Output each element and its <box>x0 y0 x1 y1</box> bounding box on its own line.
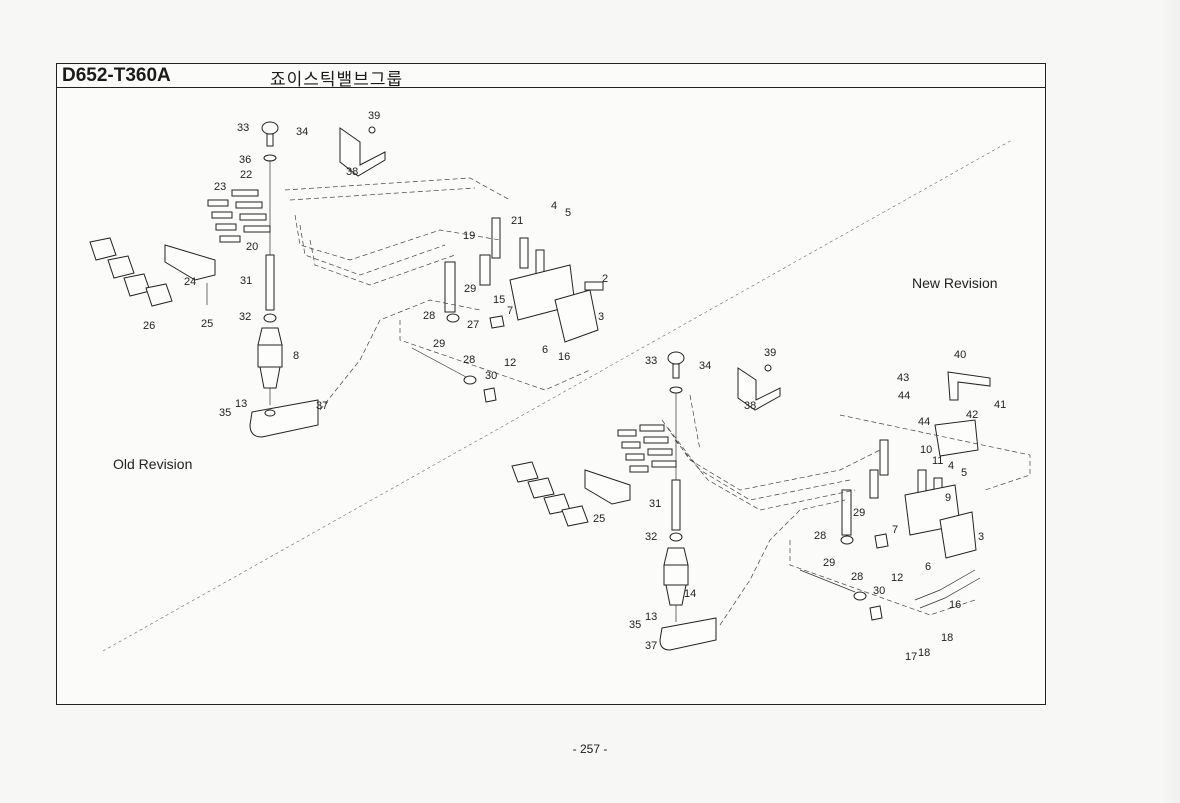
callout: 9 <box>945 492 951 504</box>
nut <box>263 313 277 323</box>
callout: 43 <box>897 372 909 384</box>
callout: 26 <box>143 320 155 332</box>
callout: 20 <box>246 241 258 253</box>
old-revision-label: Old Revision <box>113 456 192 472</box>
callout: 5 <box>961 467 967 479</box>
knob-stem <box>266 133 274 147</box>
callout: 12 <box>891 572 903 584</box>
page-number: - 257 - <box>572 742 608 756</box>
callout: 36 <box>239 154 251 166</box>
callout: 30 <box>485 370 497 382</box>
callout: 8 <box>293 350 299 362</box>
control-valve <box>444 217 604 343</box>
callout: 31 <box>240 275 252 287</box>
callout: 17 <box>905 651 917 663</box>
callout: 3 <box>598 311 604 323</box>
callout: 27 <box>467 319 479 331</box>
callout: 18 <box>941 632 953 644</box>
callout: 37 <box>645 640 657 652</box>
callout: 39 <box>368 110 380 122</box>
callout: 40 <box>954 349 966 361</box>
old-revision-group <box>89 121 604 438</box>
callout: 28 <box>814 530 826 542</box>
bracket <box>339 127 386 177</box>
callout: 38 <box>744 400 756 412</box>
callout: 18 <box>918 647 930 659</box>
callout: 10 <box>920 444 932 456</box>
callout: 24 <box>184 276 196 288</box>
callout: 13 <box>235 398 247 410</box>
callout: 30 <box>873 585 885 597</box>
group-title: 죠이스틱밸브그룹 <box>270 70 404 90</box>
callout: 15 <box>493 294 505 306</box>
callout: 33 <box>645 355 657 367</box>
callout: 25 <box>201 318 213 330</box>
rod <box>265 254 275 311</box>
callout: 31 <box>649 498 661 510</box>
scan-edge <box>1162 0 1180 803</box>
callout: 5 <box>565 207 571 219</box>
callout: 13 <box>645 611 657 623</box>
callout: 16 <box>949 599 961 611</box>
callouts-old: 33 34 39 38 36 22 23 21 4 5 19 20 2 31 2… <box>143 110 608 419</box>
callout: 44 <box>918 416 930 428</box>
pipe-29 <box>411 347 467 378</box>
callouts-new: 33 34 39 38 40 43 44 42 41 44 10 11 4 5 … <box>593 347 1006 663</box>
callout: 14 <box>684 588 696 600</box>
callout: 35 <box>219 407 231 419</box>
callout: 4 <box>948 460 954 472</box>
callout: 29 <box>433 338 445 350</box>
callout: 29 <box>823 557 835 569</box>
callout: 23 <box>214 181 226 193</box>
callout: 3 <box>978 531 984 543</box>
boot-lower <box>259 366 281 389</box>
callout: 28 <box>463 354 475 366</box>
callout: 34 <box>296 126 308 138</box>
callout: 7 <box>507 305 513 317</box>
callout: 37 <box>316 400 328 412</box>
callout: 44 <box>898 390 910 402</box>
hose-connectors <box>89 237 173 307</box>
drawing-frame: D652-T360A 죠이스틱밸브그룹 <box>56 63 1046 705</box>
callout: 28 <box>423 310 435 322</box>
callout: 32 <box>239 311 251 323</box>
callout: 21 <box>511 215 523 227</box>
boot-top <box>257 327 283 346</box>
pipe-16 <box>914 569 981 609</box>
callout: 16 <box>558 351 570 363</box>
new-revision-group <box>511 351 1031 651</box>
callout: 35 <box>629 619 641 631</box>
callout: 42 <box>966 409 978 421</box>
knob <box>261 121 279 135</box>
base-plate <box>249 399 319 438</box>
part-code: D652-T360A <box>62 65 171 86</box>
callout: 7 <box>892 524 898 536</box>
valve-body <box>257 344 283 368</box>
callout: 29 <box>464 283 476 295</box>
callout: 4 <box>551 200 557 212</box>
callout: 11 <box>932 455 943 467</box>
fitting-set <box>207 189 271 243</box>
callout: 33 <box>237 122 249 134</box>
callout: 34 <box>699 360 711 372</box>
callout: 25 <box>593 513 605 525</box>
title-bar: D652-T360A 죠이스틱밸브그룹 <box>57 64 1045 90</box>
separator-line <box>102 139 1013 652</box>
callout: 2 <box>602 273 608 285</box>
callout: 6 <box>925 561 931 573</box>
plate-24 <box>164 244 216 281</box>
callout: 39 <box>764 347 776 359</box>
callout: 38 <box>346 166 358 178</box>
callout: 29 <box>853 507 865 519</box>
callout: 32 <box>645 531 657 543</box>
callout: 12 <box>504 357 516 369</box>
callout: 6 <box>542 344 548 356</box>
callout: 28 <box>851 571 863 583</box>
callout: 41 <box>994 399 1006 411</box>
callout: 22 <box>240 169 252 181</box>
callout: 19 <box>463 230 475 242</box>
new-revision-label: New Revision <box>912 275 998 291</box>
